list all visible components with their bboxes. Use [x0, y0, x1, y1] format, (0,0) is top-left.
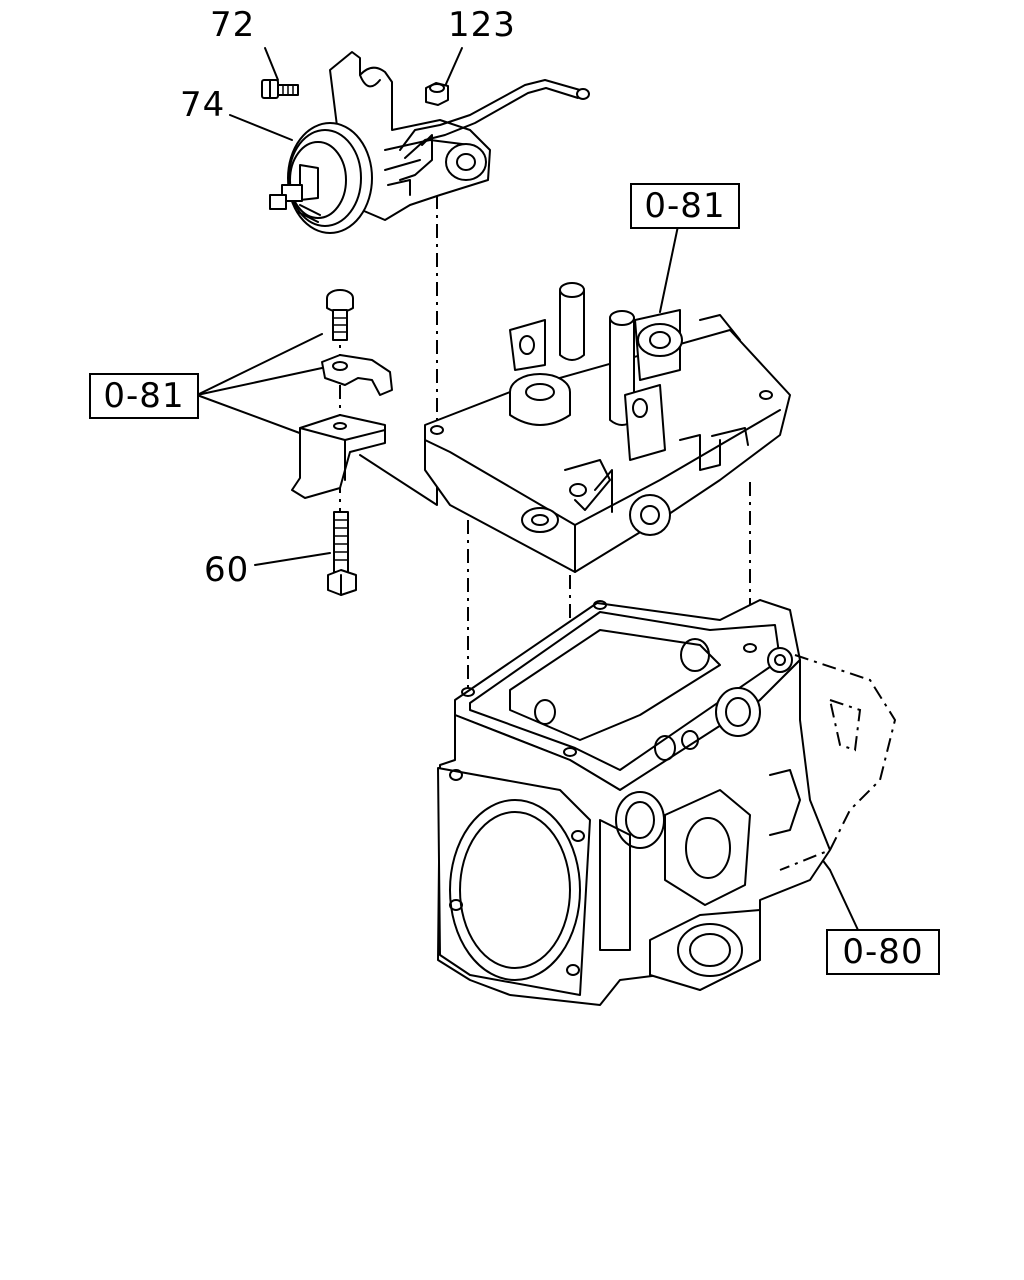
nut-123 — [425, 82, 449, 106]
callout-60: 60 — [204, 550, 250, 590]
pump-body — [437, 599, 897, 1006]
callout-74: 74 — [180, 85, 226, 125]
callout-123: 123 — [448, 5, 516, 45]
ref-box-bottom-right: 0-80 — [826, 929, 940, 975]
ref-box-left: 0-81 — [89, 373, 199, 419]
bracket-assembly — [291, 289, 393, 499]
ref-box-top-right: 0-81 — [630, 183, 740, 229]
bolt-60 — [327, 511, 357, 596]
vacuum-actuator-74 — [269, 51, 590, 234]
callout-72: 72 — [210, 5, 256, 45]
ref-label-left: 0-81 — [103, 376, 185, 416]
bolt-72 — [261, 79, 299, 99]
governor-cover — [424, 282, 791, 573]
ref-label-bottom-right: 0-80 — [842, 932, 924, 972]
ref-label-top-right: 0-81 — [644, 186, 726, 226]
